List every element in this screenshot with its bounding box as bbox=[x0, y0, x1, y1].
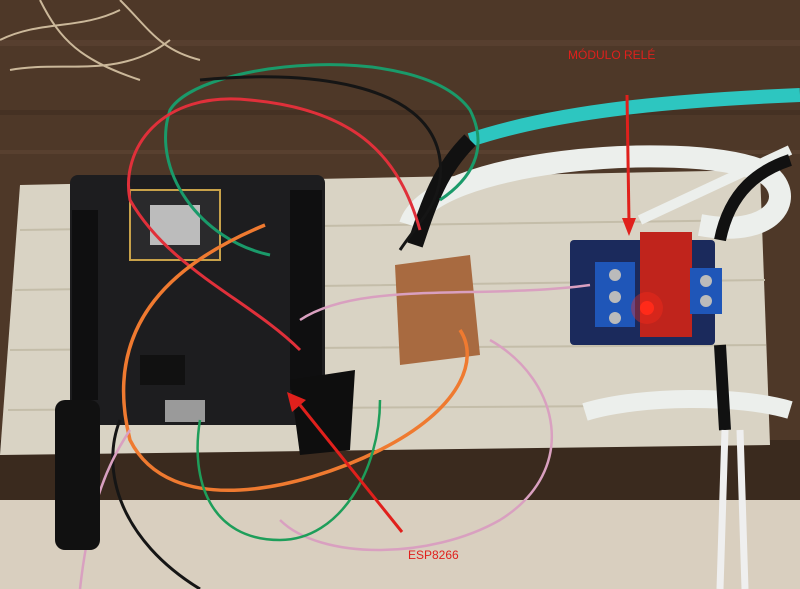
terminal-screw bbox=[609, 291, 621, 303]
red-wire bbox=[127, 97, 422, 352]
black-wire bbox=[111, 75, 443, 589]
green-wire-lower bbox=[196, 399, 382, 542]
zip-tie-upper bbox=[399, 145, 791, 239]
terminal-block-right bbox=[690, 268, 722, 314]
zip-tie-lower bbox=[582, 390, 793, 421]
orange-wire bbox=[121, 223, 469, 493]
relay-component bbox=[640, 232, 692, 337]
perf-board bbox=[395, 255, 480, 365]
relay-led-glow bbox=[631, 292, 663, 324]
terminal-screw bbox=[609, 269, 621, 281]
esp-header-left bbox=[72, 210, 98, 400]
twine bbox=[0, 0, 201, 81]
relay-led bbox=[640, 301, 654, 315]
relay-module-label: MÓDULO RELÉ bbox=[568, 48, 656, 62]
esp8266-label: ESP8266 bbox=[408, 548, 459, 562]
white-wire bbox=[716, 429, 749, 589]
esp-header-right bbox=[290, 190, 322, 390]
pink-wire bbox=[78, 283, 591, 589]
wood-grain-3 bbox=[0, 150, 800, 154]
terminal-screw bbox=[609, 312, 621, 324]
black-tape bbox=[290, 370, 355, 455]
wood-lower-light bbox=[0, 500, 800, 589]
arrow-relay-icon bbox=[622, 94, 636, 236]
arrow-esp-icon bbox=[287, 392, 404, 533]
wood-grain-1 bbox=[0, 40, 800, 46]
esp-ic bbox=[140, 355, 185, 385]
wood-grain-2 bbox=[0, 110, 800, 115]
plank-grain bbox=[7, 219, 769, 411]
teal-cable bbox=[467, 88, 800, 147]
esp-usb-port bbox=[165, 400, 205, 422]
terminal-screw bbox=[700, 275, 712, 287]
terminal-screw bbox=[700, 295, 712, 307]
dc-jack bbox=[55, 400, 100, 550]
black-cable bbox=[407, 134, 476, 248]
black-cable-right bbox=[714, 154, 792, 431]
zip-tie-diagonal bbox=[637, 145, 793, 225]
green-wire bbox=[164, 63, 480, 257]
